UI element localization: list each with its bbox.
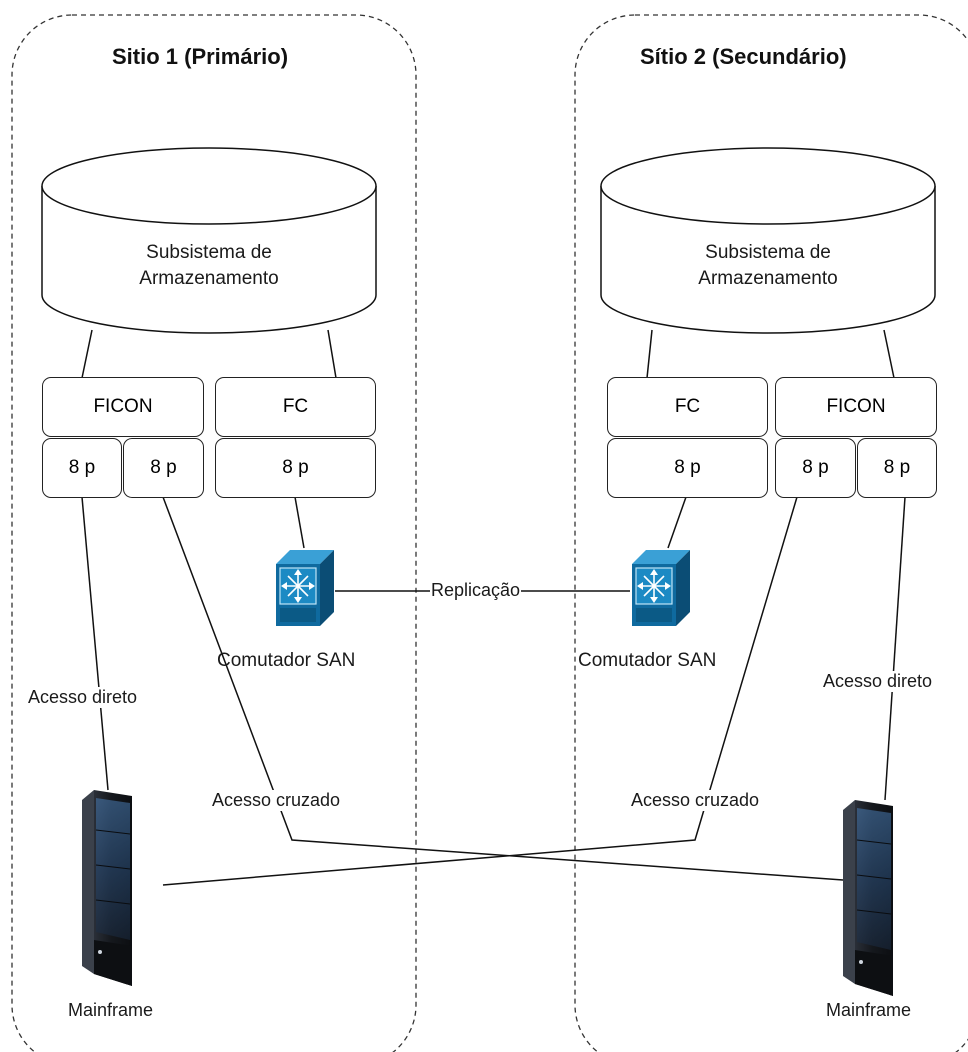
site2-ficon-port-b-label: 8 p — [883, 457, 911, 478]
site2-storage-ficon-link — [883, 329, 895, 379]
site2-title: Sítio 2 (Secundário) — [640, 44, 847, 69]
site2-container — [574, 14, 968, 1052]
site2-ficon-port-a-label: 8 p — [802, 457, 829, 478]
site1-storage-ficon-link — [81, 329, 93, 379]
site1-ficon-port-b-label: 8 p — [150, 457, 177, 478]
site1-ficon-label: FICON — [93, 396, 153, 417]
site2-storage-cylinder — [600, 147, 936, 334]
site1-mainframe-label: Mainframe — [68, 1000, 154, 1020]
site1-fc-label: FC — [282, 396, 309, 417]
site1-storage-cylinder — [41, 147, 377, 334]
site2-fc-label: FC — [674, 396, 701, 417]
site1-cross-access-link — [162, 496, 844, 881]
site2-cross-access-link — [162, 496, 798, 886]
site1-ficon-box: FICON — [42, 377, 204, 437]
site2-cross-access-label: Acesso cruzado — [630, 790, 761, 811]
site2-switch-label: Comutador SAN — [578, 650, 717, 671]
site2-ficon-label: FICON — [826, 396, 886, 417]
site2-storage-label: Subsistema de Armazenamento — [668, 240, 868, 292]
site1-fc-box: FC — [215, 377, 376, 437]
site1-ficon-port-b: 8 p — [123, 438, 204, 498]
site1-san-switch-icon — [276, 550, 334, 626]
site1-storage-line1: Subsistema de — [146, 242, 272, 263]
site2-san-switch-icon — [632, 550, 690, 626]
site2-storage-line1: Subsistema de — [705, 242, 831, 263]
site1-direct-access-link — [81, 496, 109, 791]
site1-ficon-port-a-label: 8 p — [68, 457, 96, 478]
site2-fc-port: 8 p — [607, 438, 768, 498]
site1-fc-switch-link — [294, 496, 305, 549]
site1-storage-label: Subsistema de Armazenamento — [109, 240, 309, 292]
site2-storage-fc-link — [646, 329, 653, 379]
site1-storage-fc-link — [327, 329, 337, 379]
site1-switch-label: Comutador SAN — [217, 650, 356, 671]
site1-storage-line2: Armazenamento — [139, 268, 279, 289]
site1-container — [11, 14, 417, 1052]
site1-fc-port: 8 p — [215, 438, 376, 498]
site2-mainframe-label: Mainframe — [826, 1000, 912, 1020]
replication-label: Replicação — [430, 580, 522, 601]
site2-ficon-port-b: 8 p — [857, 438, 937, 498]
site2-storage-line2: Armazenamento — [698, 268, 838, 289]
site2-direct-access-label: Acesso direto — [822, 671, 934, 692]
site1-ficon-port-a: 8 p — [42, 438, 122, 498]
site2-fc-box: FC — [607, 377, 768, 437]
site1-direct-access-label: Acesso direto — [27, 687, 139, 708]
site2-mainframe-icon — [843, 800, 893, 996]
site2-fc-switch-link — [667, 496, 687, 549]
site2-ficon-port-a: 8 p — [775, 438, 856, 498]
site1-title: Sitio 1 (Primário) — [112, 44, 289, 69]
site1-cross-access-label: Acesso cruzado — [211, 790, 342, 811]
site1-fc-port-label: 8 p — [282, 457, 309, 478]
site2-fc-port-label: 8 p — [674, 457, 701, 478]
site1-mainframe-icon — [82, 790, 132, 986]
site2-ficon-box: FICON — [775, 377, 937, 437]
site2-direct-access-link — [884, 496, 906, 801]
